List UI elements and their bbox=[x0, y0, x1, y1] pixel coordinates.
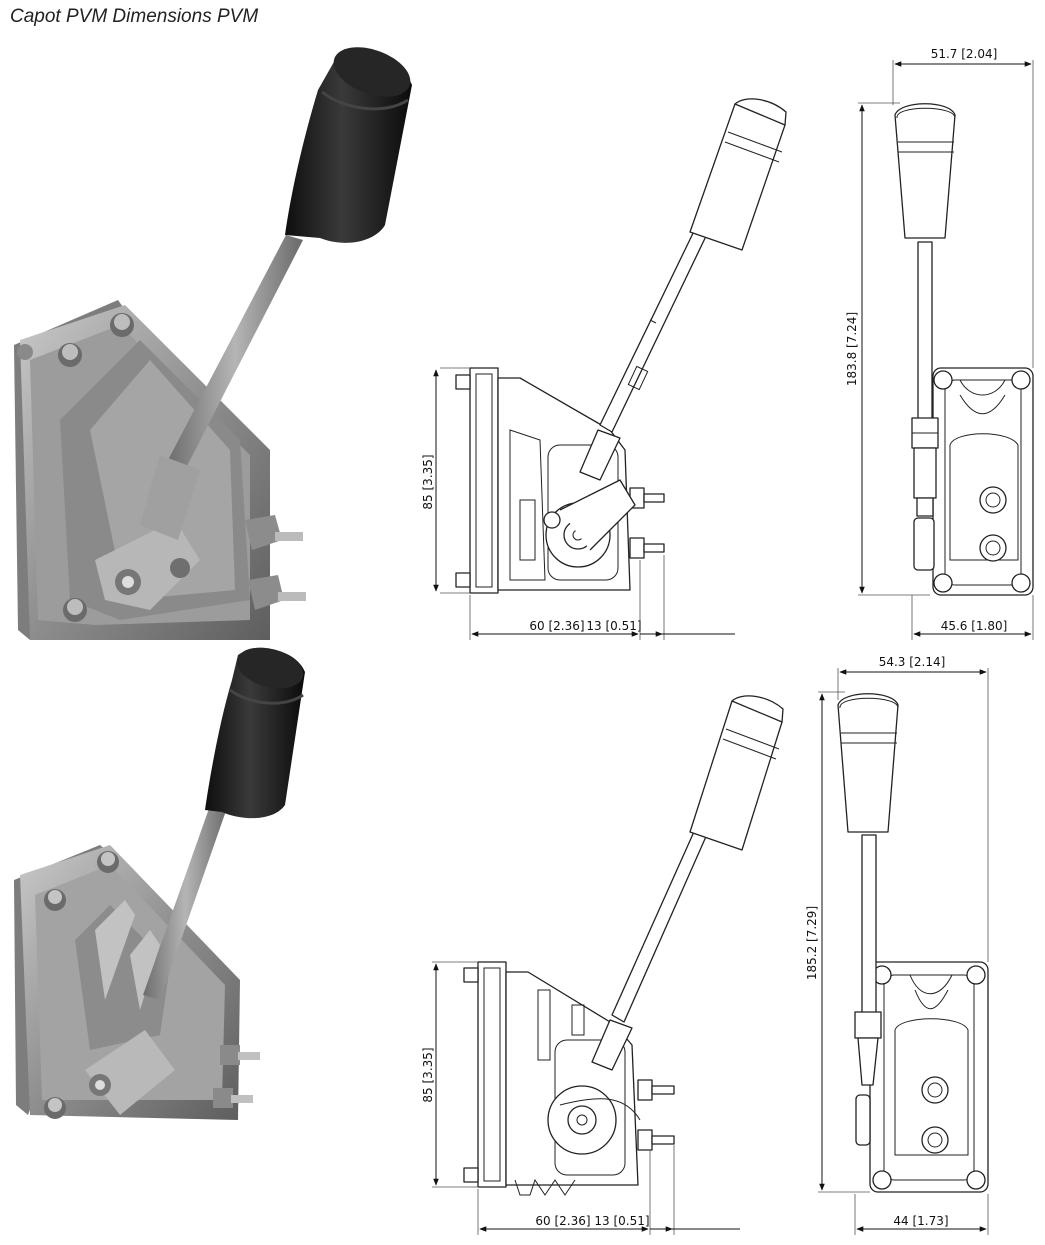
front-view-2-top-width-label: 54.3 [2.14] bbox=[879, 655, 946, 669]
render-unit-2 bbox=[14, 647, 305, 1120]
front-view-1-base-width-label: 45.6 [1.80] bbox=[941, 619, 1008, 633]
side-view-2-depth-label: 60 [2.36] bbox=[535, 1214, 590, 1228]
front-view-2-base-width-label: 44 [1.73] bbox=[893, 1214, 948, 1228]
front-view-1 bbox=[858, 60, 1034, 640]
side-view-1-depth-label: 60 [2.36] bbox=[529, 619, 584, 633]
render-unit-1 bbox=[14, 47, 412, 640]
side-view-1-stud-label: 13 [0.51] bbox=[586, 619, 641, 633]
page-title: Capot PVM Dimensions PVM bbox=[10, 6, 259, 27]
side-view-2-height-label: 85 [3.35] bbox=[421, 1047, 435, 1102]
side-view-1 bbox=[433, 98, 787, 640]
front-view-1-top-width-label: 51.7 [2.04] bbox=[931, 47, 998, 61]
front-view-2-height-label: 185.2 [7.29] bbox=[805, 906, 819, 980]
side-view-2-stud-label: 13 [0.51] bbox=[594, 1214, 649, 1228]
front-view-1-height-label: 183.8 [7.24] bbox=[845, 312, 859, 386]
side-view-1-height-label: 85 [3.35] bbox=[421, 454, 435, 509]
front-view-2 bbox=[818, 668, 989, 1235]
side-view-2 bbox=[432, 695, 784, 1235]
